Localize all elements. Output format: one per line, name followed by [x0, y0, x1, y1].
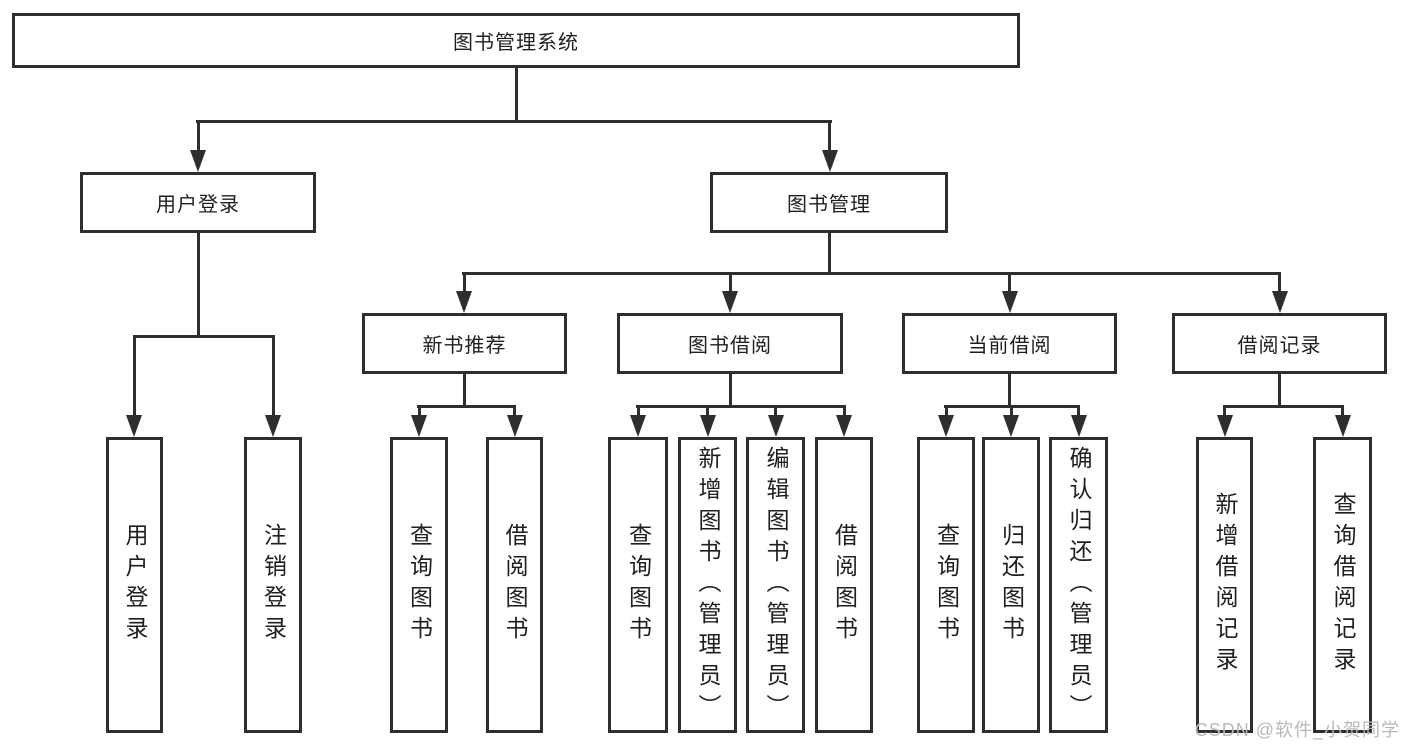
leaf-query-borrow-record-label: 查询借阅记录: [1330, 492, 1356, 678]
arrow-down-icon: [190, 150, 206, 172]
connector-line: [945, 405, 948, 419]
connector-line: [463, 374, 466, 405]
connector-line: [272, 335, 275, 417]
connector-line: [706, 405, 709, 419]
root-node-label: 图书管理系统: [453, 32, 579, 54]
leaf-query-books-current-label: 查询图书: [933, 523, 960, 647]
connector-line: [729, 374, 732, 405]
arrow-down-icon: [1335, 415, 1351, 437]
connector-line: [828, 233, 831, 272]
connector-line: [515, 68, 518, 120]
arrow-down-icon: [722, 291, 738, 313]
arrow-down-icon: [938, 415, 954, 437]
leaf-return-books: 归还图书: [982, 437, 1040, 733]
arrow-down-icon: [411, 415, 427, 437]
node-current-borrow-label: 当前借阅: [967, 335, 1052, 357]
leaf-confirm-return-admin-label: 确认归还（管理员）: [1066, 445, 1092, 725]
leaf-return-books-label: 归还图书: [998, 523, 1025, 647]
node-borrow-records-label: 借阅记录: [1237, 335, 1322, 357]
root-node: 图书管理系统: [12, 13, 1020, 68]
leaf-borrow-books-label: 借阅图书: [831, 523, 858, 647]
leaf-query-books-current: 查询图书: [917, 437, 975, 733]
arrow-down-icon: [507, 415, 523, 437]
arrow-down-icon: [1002, 291, 1018, 313]
leaf-add-books-admin: 新增图书（管理员）: [678, 437, 737, 733]
node-book-management-label: 图书管理: [787, 194, 871, 216]
arrow-down-icon: [265, 415, 281, 437]
arrow-down-icon: [456, 291, 472, 313]
leaf-query-books-borrow-label: 查询图书: [625, 523, 652, 647]
connector-line: [729, 272, 732, 294]
connector-line: [418, 405, 421, 419]
node-user-login-label: 用户登录: [156, 194, 240, 216]
connector-line: [417, 405, 516, 408]
leaf-add-borrow-record: 新增借阅记录: [1196, 437, 1253, 733]
connector-line: [462, 272, 1281, 275]
leaf-logout-label: 注销登录: [260, 523, 287, 647]
leaf-add-borrow-record-label: 新增借阅记录: [1212, 492, 1238, 678]
leaf-confirm-return-admin: 确认归还（管理员）: [1049, 437, 1108, 733]
leaf-borrow-books-recommend: 借阅图书: [486, 437, 543, 733]
connector-line: [463, 272, 466, 294]
arrow-down-icon: [768, 415, 784, 437]
connector-line: [1278, 374, 1281, 405]
leaf-borrow-books-recommend-label: 借阅图书: [502, 523, 528, 647]
connector-line: [196, 120, 832, 123]
connector-line: [1077, 405, 1080, 419]
arrow-down-icon: [836, 415, 852, 437]
connector-line: [513, 405, 516, 419]
connector-line: [1341, 405, 1344, 419]
leaf-edit-books-admin: 编辑图书（管理员）: [746, 437, 805, 733]
arrow-down-icon: [1003, 415, 1019, 437]
node-new-book-recommend: 新书推荐: [362, 313, 567, 374]
leaf-query-books-recommend-label: 查询图书: [406, 523, 433, 647]
node-book-borrow-label: 图书借阅: [688, 335, 772, 357]
connector-line: [774, 405, 777, 419]
connector-line: [1010, 405, 1013, 419]
node-book-management: 图书管理: [710, 172, 948, 233]
arrow-down-icon: [1071, 415, 1087, 437]
node-current-borrow: 当前借阅: [902, 313, 1117, 374]
leaf-add-books-admin-label: 新增图书（管理员）: [695, 445, 721, 725]
connector-line: [828, 120, 831, 153]
connector-line: [1223, 405, 1344, 408]
leaf-edit-books-admin-label: 编辑图书（管理员）: [763, 445, 789, 725]
connector-line: [133, 335, 275, 338]
leaf-borrow-books: 借阅图书: [815, 437, 873, 733]
arrow-down-icon: [822, 150, 838, 172]
node-new-book-recommend-label: 新书推荐: [422, 335, 507, 357]
node-book-borrow: 图书借阅: [617, 313, 843, 374]
leaf-user-login-label: 用户登录: [122, 523, 148, 647]
connector-line: [636, 405, 846, 408]
arrow-down-icon: [1272, 291, 1288, 313]
arrow-down-icon: [126, 415, 142, 437]
leaf-query-borrow-record: 查询借阅记录: [1313, 437, 1372, 733]
connector-line: [1223, 405, 1226, 419]
connector-line: [1008, 374, 1011, 405]
leaf-query-books-recommend: 查询图书: [390, 437, 448, 733]
connector-line: [843, 405, 846, 419]
connector-line: [197, 120, 200, 153]
connector-line: [133, 335, 136, 417]
csdn-watermark: CSDN @软件_小贺同学: [1194, 720, 1400, 740]
connector-line: [1278, 272, 1281, 294]
leaf-query-books-borrow: 查询图书: [608, 437, 668, 733]
connector-line: [1008, 272, 1011, 294]
leaf-user-login: 用户登录: [106, 437, 163, 733]
node-borrow-records: 借阅记录: [1172, 313, 1387, 374]
arrow-down-icon: [700, 415, 716, 437]
leaf-logout: 注销登录: [244, 437, 302, 733]
arrow-down-icon: [1217, 415, 1233, 437]
node-user-login: 用户登录: [80, 172, 316, 233]
connector-line: [197, 233, 200, 335]
arrow-down-icon: [630, 415, 646, 437]
connector-line: [637, 405, 640, 419]
